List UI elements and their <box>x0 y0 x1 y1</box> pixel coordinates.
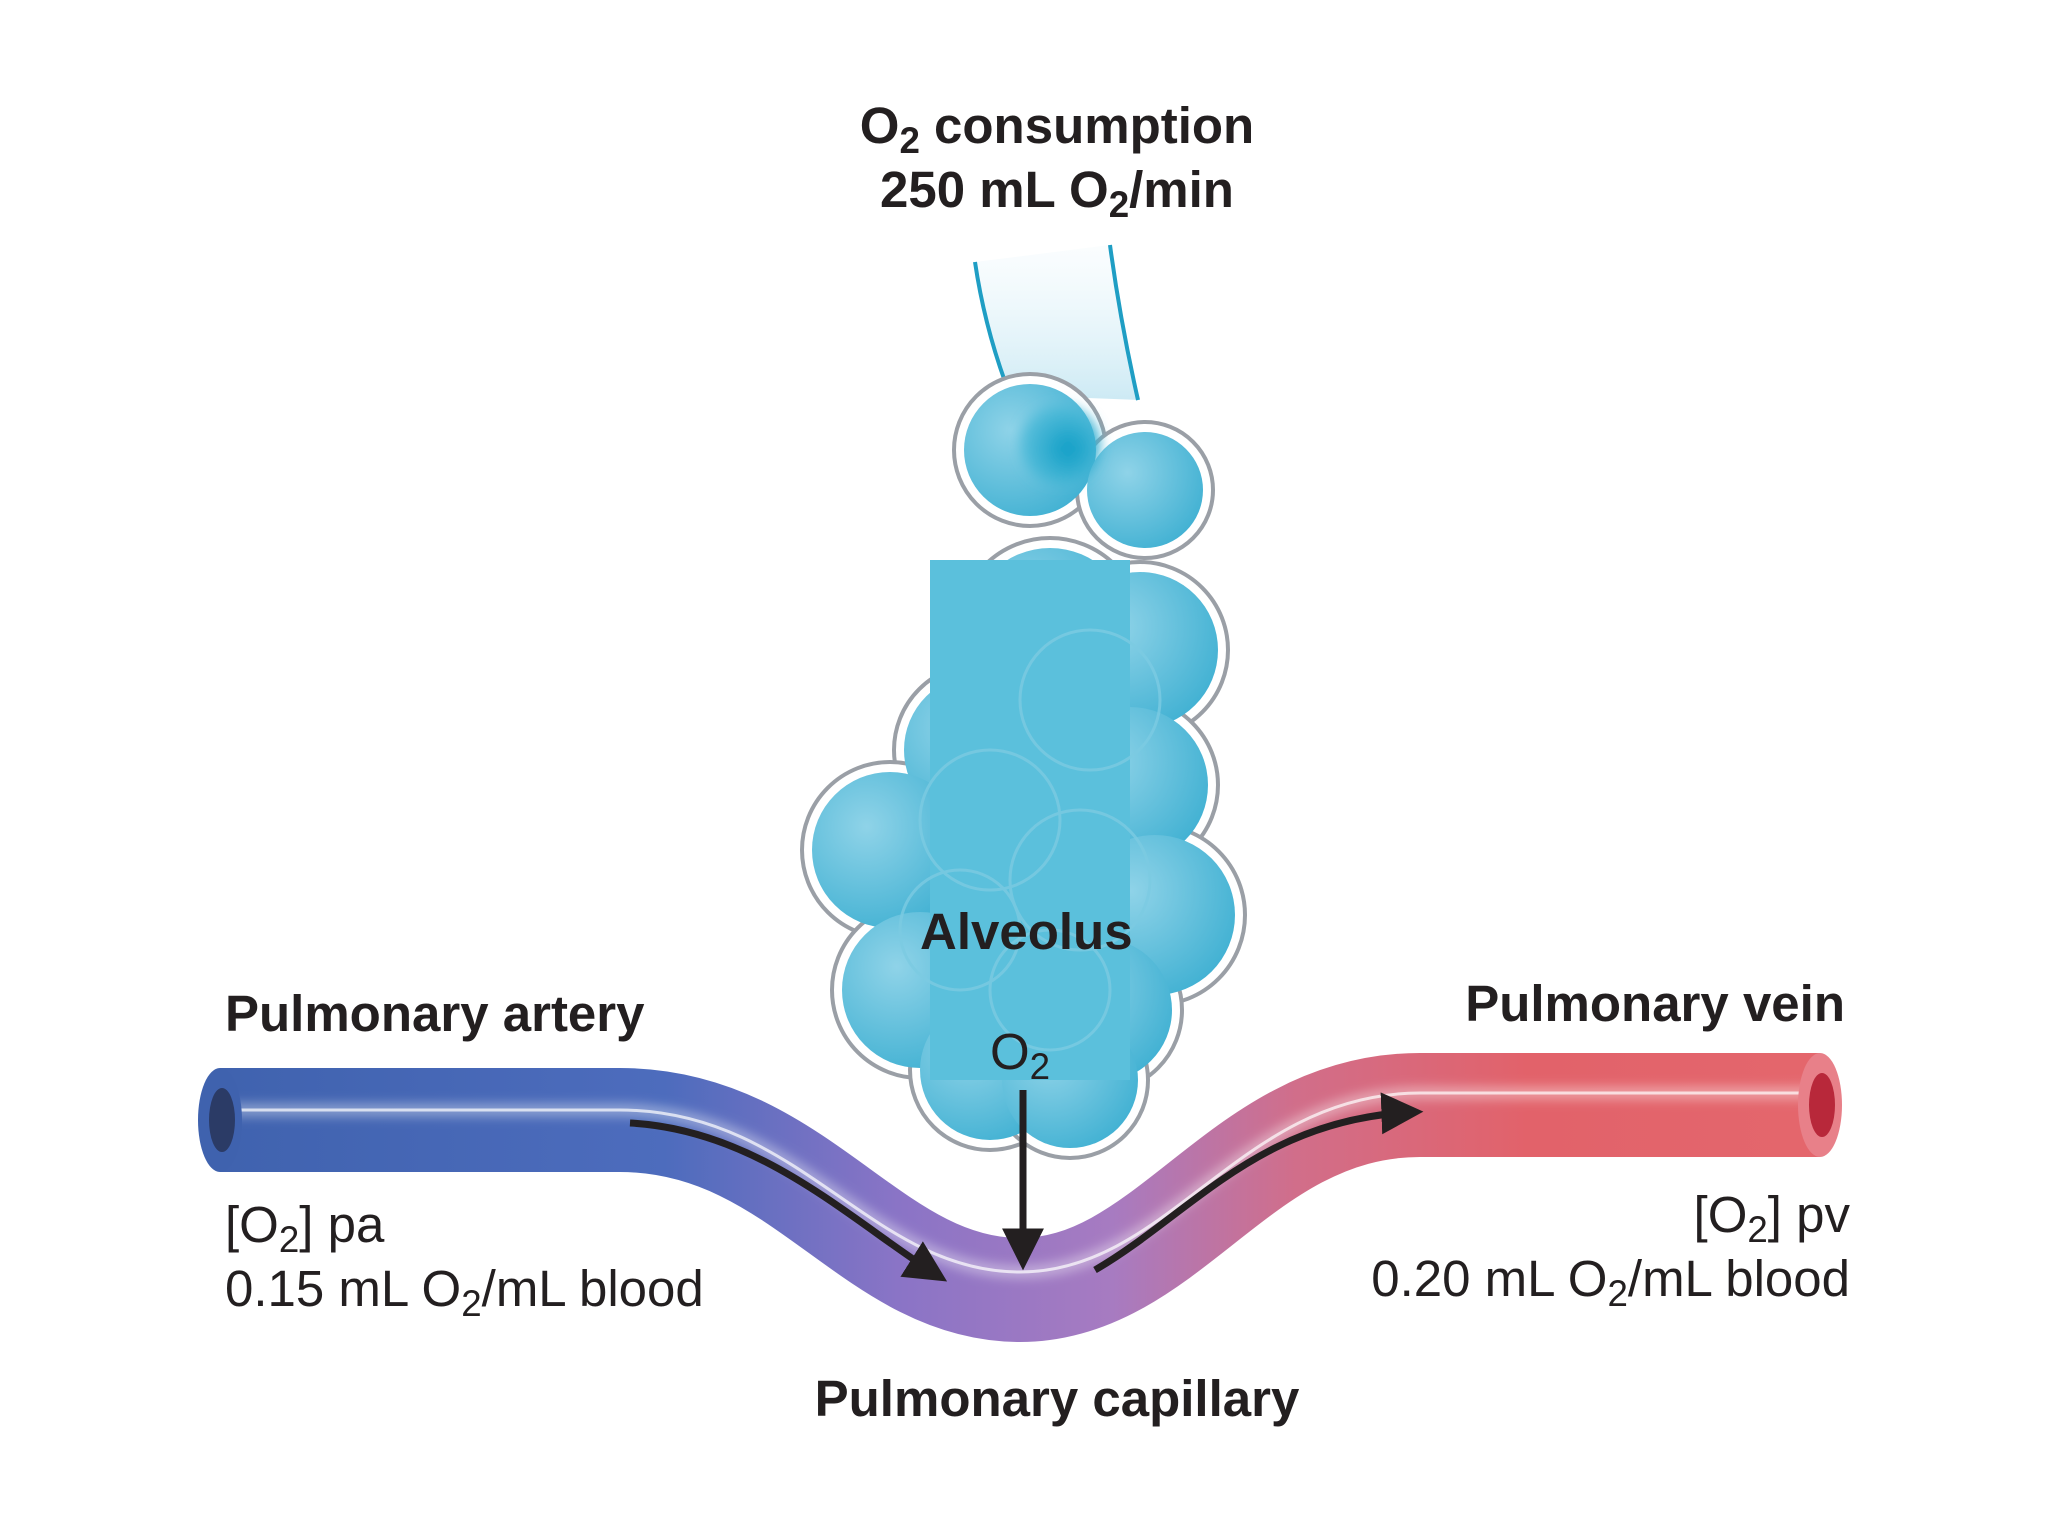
vein-o2-concentration: [O2] pv 0.20 mL O2/mL blood <box>1371 1186 1850 1315</box>
pulmonary-vein-label: Pulmonary vein <box>1465 975 1845 1032</box>
airway <box>973 244 1140 401</box>
artery-o2-concentration: [O2] pa 0.15 mL O2/mL blood <box>225 1196 704 1325</box>
flow-arrow-artery <box>629 1119 948 1282</box>
o2-consumption-label: O2 consumption 250 mL O2/min <box>859 97 1255 226</box>
alveolar-sac <box>800 372 1247 1160</box>
artery-opening <box>198 1068 242 1172</box>
pulmonary-capillary-label: Pulmonary capillary <box>814 1370 1300 1427</box>
flow-arrow-vein <box>1093 1092 1424 1274</box>
vein-opening <box>1798 1053 1842 1157</box>
pulmonary-artery-label: Pulmonary artery <box>225 985 645 1042</box>
o2-label: O2 <box>990 1023 1051 1088</box>
alveolus-label: Alveolus <box>920 903 1133 960</box>
